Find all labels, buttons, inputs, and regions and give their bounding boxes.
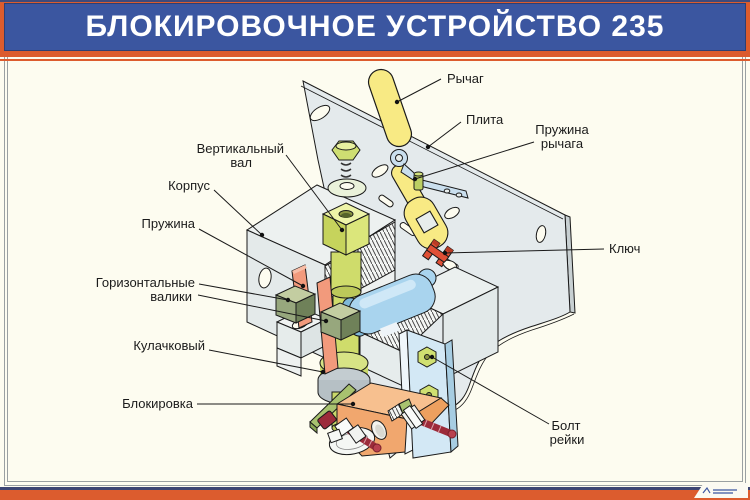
- label-vertical-shaft-1: Вертикальный: [197, 141, 284, 156]
- label-lever: Рычаг: [447, 71, 484, 86]
- page-title: БЛОКИРОВОЧНОЕ УСТРОЙСТВО 235: [85, 10, 665, 43]
- label-rack-bolt-1: Болт: [551, 418, 580, 433]
- bolt-assembly-left: [317, 410, 382, 456]
- label-lever-spring-2: рычага: [541, 136, 584, 151]
- label-spring: Пружина: [142, 216, 196, 231]
- label-rollers-2: валики: [150, 289, 192, 304]
- lever-spring-part: [390, 149, 469, 199]
- label-plate: Плита: [466, 112, 504, 127]
- publisher-logo: [694, 483, 748, 498]
- shaft-bolt: [327, 140, 367, 198]
- publisher-logo-mark: [702, 486, 737, 494]
- horizontal-rollers-part: [274, 285, 362, 341]
- spring-washer: [340, 162, 352, 178]
- header-divider: [0, 59, 750, 61]
- label-key: Ключ: [609, 241, 640, 256]
- bolt-assembly-right: [400, 404, 457, 439]
- label-body: Корпус: [168, 178, 210, 193]
- plate-hole: [444, 206, 460, 220]
- lever-part: [367, 68, 413, 148]
- plate-hole: [371, 164, 389, 178]
- footer-orange-band: [0, 490, 750, 500]
- label-rack-bolt-2: рейки: [550, 432, 585, 447]
- title-bar: БЛОКИРОВОЧНОЕ УСТРОЙСТВО 235: [4, 3, 746, 51]
- plate-hole: [535, 225, 547, 243]
- label-blocking: Блокировка: [122, 396, 194, 411]
- label-cam: Кулачковый: [133, 338, 205, 353]
- label-vertical-shaft-2: вал: [230, 155, 252, 170]
- leader-lines: [197, 78, 605, 425]
- header-band: БЛОКИРОВОЧНОЕ УСТРОЙСТВО 235: [0, 0, 750, 57]
- top-edge-line: [0, 0, 750, 2]
- leader-dots: [259, 99, 448, 407]
- footer-navy-line: [0, 487, 750, 490]
- label-lever-spring-1: Пружина: [535, 122, 589, 137]
- plate-hole: [309, 104, 331, 122]
- label-rollers-1: Горизонтальные: [96, 275, 195, 290]
- plate-slot: [378, 194, 394, 208]
- lever-sector: [391, 163, 449, 250]
